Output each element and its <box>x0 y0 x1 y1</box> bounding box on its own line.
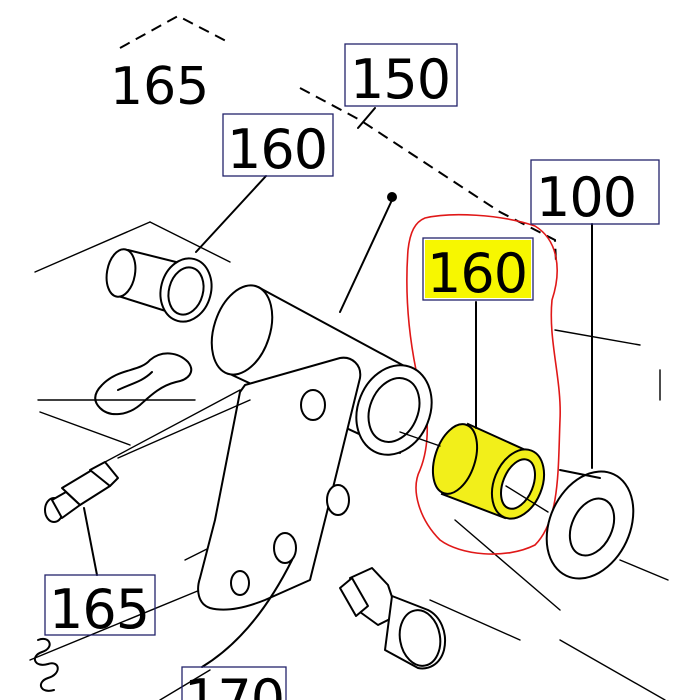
label-160-highlighted: 160 <box>422 237 534 305</box>
svg-text:165: 165 <box>110 57 209 117</box>
bushing-left-icon <box>105 248 213 323</box>
highlight-outline <box>406 213 561 555</box>
grease-fitting-icon <box>44 461 119 523</box>
svg-text:160: 160 <box>227 118 327 181</box>
label-165-top: 165 <box>110 57 209 117</box>
bracket-plate <box>197 356 362 611</box>
svg-text:160: 160 <box>427 242 527 305</box>
label-150: 150 <box>344 43 458 111</box>
hex-bolt-icon <box>339 567 446 670</box>
label-160-left: 160 <box>222 113 334 181</box>
leader-lines <box>83 107 593 668</box>
bushing-highlighted-icon <box>431 422 546 520</box>
assembly-dashed-outline <box>119 14 557 263</box>
svg-text:100: 100 <box>536 166 636 229</box>
frame-lines <box>29 221 669 700</box>
label-100: 100 <box>530 159 660 229</box>
spring-icon <box>33 637 59 692</box>
pointer-dot <box>387 192 397 202</box>
label-170: 170 <box>181 666 287 700</box>
svg-text:165: 165 <box>49 578 149 641</box>
label-165-bottom: 165 <box>44 574 156 641</box>
spring-clip-icon <box>94 352 193 416</box>
washer-icon <box>545 469 635 580</box>
svg-text:150: 150 <box>350 48 450 111</box>
svg-text:170: 170 <box>184 668 284 700</box>
